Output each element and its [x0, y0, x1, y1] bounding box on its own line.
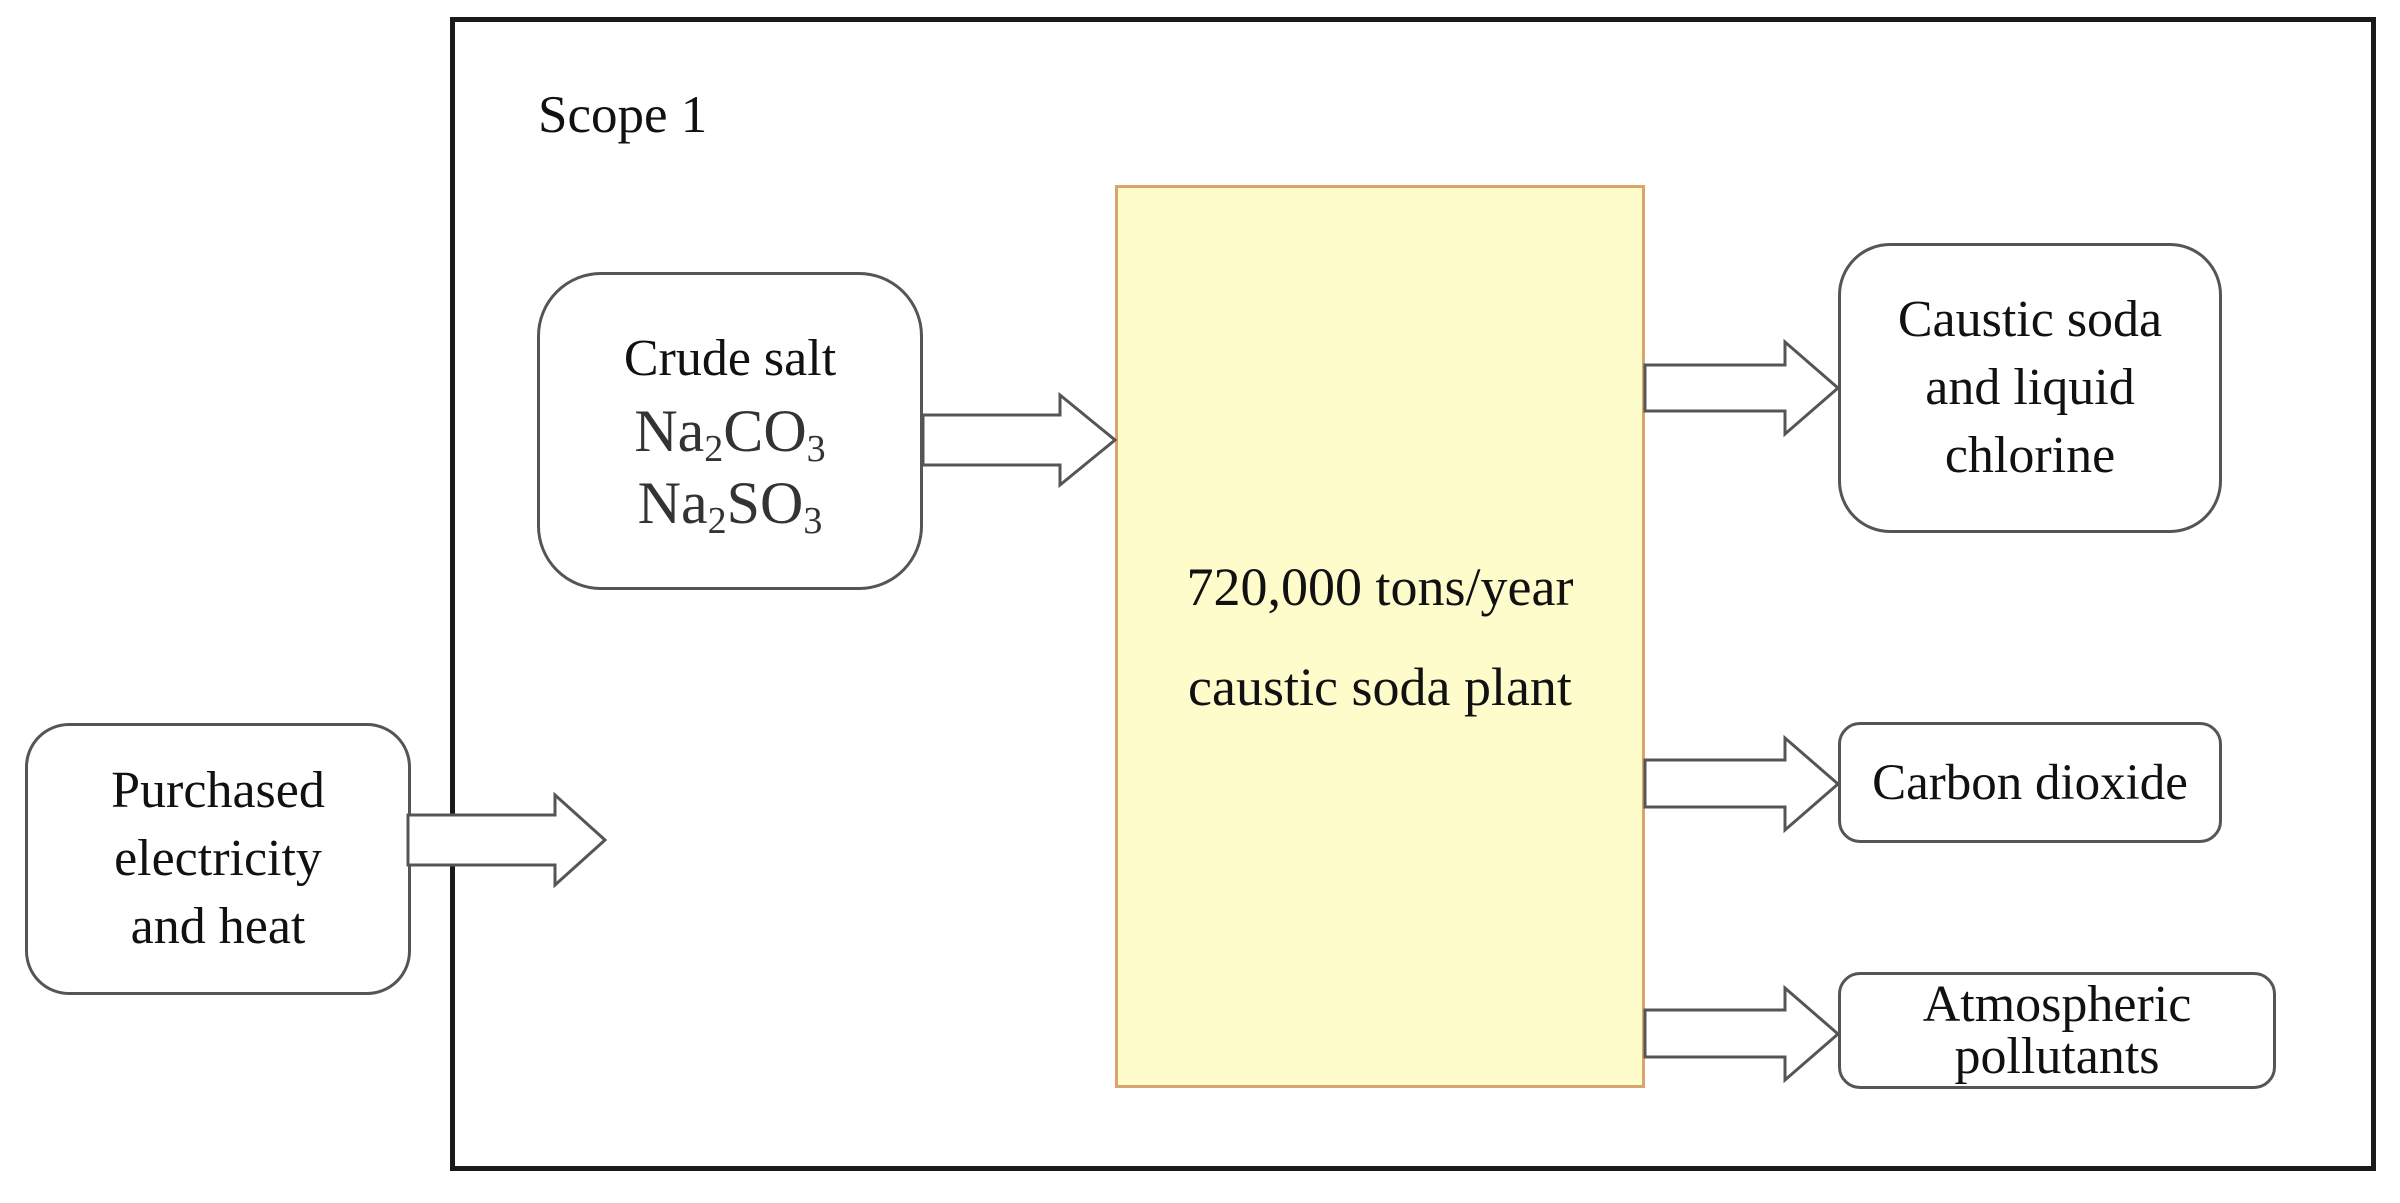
caustic-soda-line-1: Caustic soda: [1897, 291, 2163, 348]
scope-1-boundary: [450, 17, 2376, 1171]
crude-salt-title: Crude salt: [623, 330, 837, 387]
carbon-dioxide-label: Carbon dioxide: [1872, 754, 2188, 811]
atmospheric-pollutants-node: Atmospheric pollutants: [1838, 972, 2276, 1089]
crude-salt-node: Crude salt Na2CO3 Na2SO3: [537, 272, 923, 590]
caustic-soda-chlorine-node: Caustic soda and liquid chlorine: [1838, 243, 2222, 533]
caustic-soda-line-3: chlorine: [1944, 427, 2116, 484]
scope-label: Scope 1: [538, 86, 708, 144]
arrow-purchased-inflow: [406, 791, 608, 889]
carbon-dioxide-node: Carbon dioxide: [1838, 722, 2222, 843]
formula-sodium-carbonate: Na2CO3: [634, 398, 826, 470]
atmospheric-line-1: Atmospheric: [1922, 975, 2192, 1033]
purchased-line-2: electricity: [114, 830, 322, 887]
purchased-line-1: Purchased: [111, 762, 325, 819]
formula-sodium-sulfite: Na2SO3: [637, 470, 823, 542]
arrow-plant-to-atmospheric: [1643, 984, 1841, 1084]
plant-line-2: caustic soda plant: [1188, 656, 1572, 717]
caustic-soda-line-2: and liquid: [1925, 359, 2135, 416]
arrow-crude-to-plant: [921, 391, 1118, 489]
purchased-energy-node: Purchased electricity and heat: [25, 723, 411, 995]
plant-line-1: 720,000 tons/year: [1186, 556, 1574, 617]
caustic-soda-plant-node: 720,000 tons/year caustic soda plant: [1115, 185, 1645, 1088]
arrow-plant-to-carbon-dioxide: [1643, 734, 1841, 834]
purchased-line-3: and heat: [130, 898, 306, 955]
atmospheric-line-2: pollutants: [1954, 1027, 2160, 1085]
arrow-plant-to-caustic-soda: [1643, 338, 1841, 438]
